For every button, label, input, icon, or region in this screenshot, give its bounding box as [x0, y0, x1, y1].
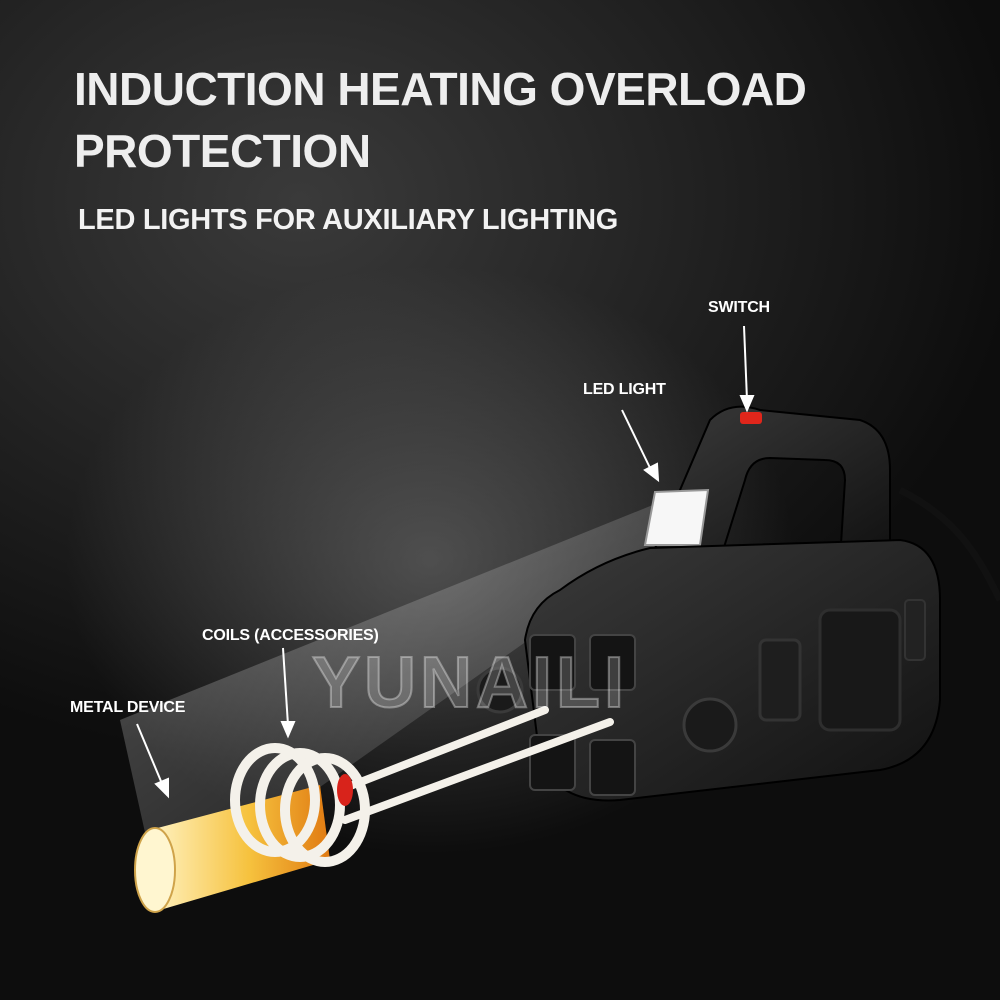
led-lamp	[643, 488, 710, 546]
coil-lead-bottom	[341, 718, 614, 824]
front-vent-1	[529, 634, 576, 691]
callout-led-light-label: LED LIGHT	[583, 381, 666, 398]
callout-metal-device-label: METAL DEVICE	[70, 699, 186, 716]
callout-switch-label: SWITCH	[708, 299, 770, 316]
front-vent-4	[589, 739, 636, 796]
page-title: INDUCTION HEATING OVERLOAD PROTECTION	[74, 63, 807, 177]
metal-device-end	[134, 827, 176, 913]
switch-button	[740, 412, 762, 424]
front-vent-2	[589, 634, 636, 691]
device-body	[523, 538, 941, 802]
coils-arrow	[282, 647, 289, 726]
switch-arrow	[743, 325, 748, 401]
vent-left	[758, 638, 802, 722]
left-knob	[476, 666, 524, 714]
coil-lead-top	[336, 706, 549, 794]
right-knob	[682, 697, 738, 753]
side-panel	[818, 608, 902, 732]
callout-coils-label: COILS (ACCESSORIES)	[202, 627, 379, 644]
callout-arrows	[136, 325, 755, 799]
vent-right	[904, 599, 926, 661]
metal-arrow	[136, 723, 164, 787]
power-cord	[898, 486, 1000, 602]
brand-watermark: YUNAILI	[311, 642, 628, 724]
coil-ring-3	[280, 753, 370, 867]
coil-red-band	[337, 774, 353, 806]
led-arrow	[621, 409, 653, 473]
page-subtitle: LED LIGHTS FOR AUXILIARY LIGHTING	[78, 204, 619, 236]
